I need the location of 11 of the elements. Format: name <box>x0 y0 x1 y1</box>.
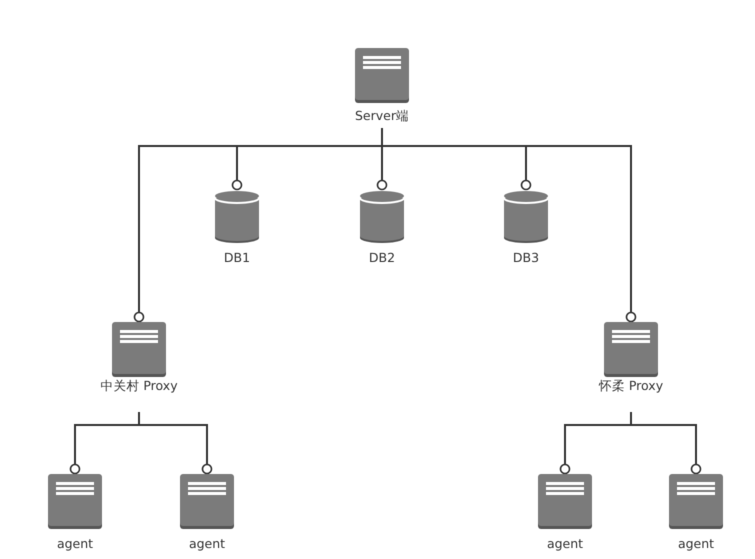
node-label: agent <box>188 536 226 552</box>
node-label: agent <box>676 536 716 552</box>
node-label: Server端 <box>354 108 410 124</box>
node-label: DB2 <box>368 250 396 266</box>
connector-line <box>381 128 636 322</box>
node-label: 中关村 Proxy <box>99 378 179 394</box>
node-label: agent <box>546 536 584 552</box>
node-label: 怀柔 Proxy <box>598 378 664 394</box>
node-label: DB3 <box>512 250 540 266</box>
node-label: agent <box>56 536 94 552</box>
node-label: DB1 <box>222 250 252 266</box>
